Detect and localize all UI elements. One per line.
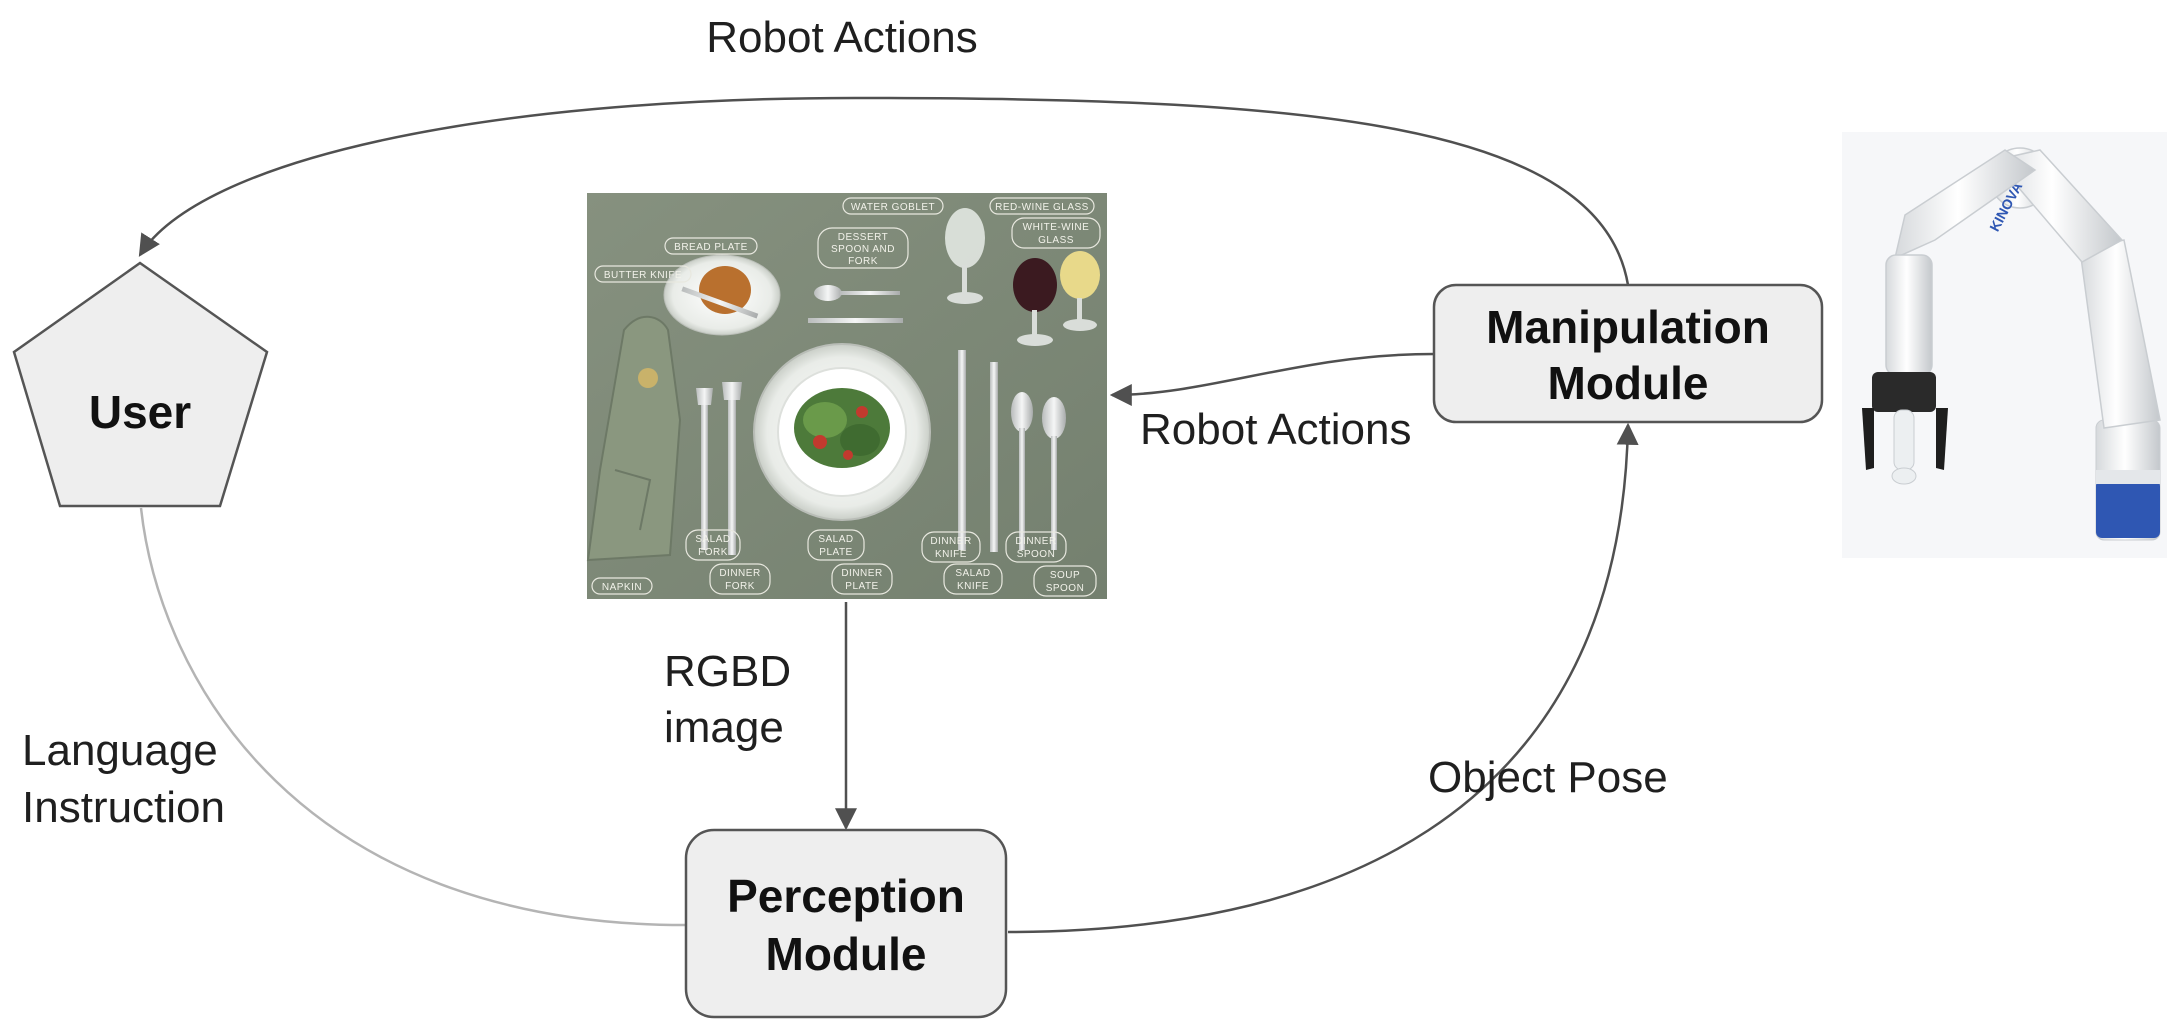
rgbd-label-line2: image: [664, 703, 784, 752]
tag-red-wine-glass: RED-WINE GLASS: [989, 197, 1095, 215]
perception-module-node[interactable]: Perception Module: [684, 828, 1008, 1019]
svg-text:BREAD PLATE: BREAD PLATE: [674, 242, 748, 253]
svg-text:WATER GOBLET: WATER GOBLET: [851, 202, 935, 213]
object-pose-arc: [1007, 422, 1639, 934]
svg-text:KNIFE: KNIFE: [957, 581, 989, 592]
user-node[interactable]: User: [12, 261, 269, 508]
tag-dinner-fork: DINNER FORK: [709, 563, 771, 595]
tag-dessert-spoon-fork: DESSERT SPOON AND FORK: [817, 227, 909, 269]
tag-butter-knife: BUTTER KNIFE: [594, 265, 692, 283]
svg-text:FORK: FORK: [848, 256, 878, 267]
svg-text:WHITE-WINE: WHITE-WINE: [1023, 222, 1090, 233]
manipulation-module-label-line2: Module: [1548, 357, 1709, 409]
user-pentagon-shape: [12, 261, 269, 508]
tag-dinner-spoon: DINNER SPOON: [1005, 531, 1067, 563]
svg-text:KNIFE: KNIFE: [935, 549, 967, 560]
manipulation-module-label-line1: Manipulation: [1486, 301, 1770, 353]
svg-text:SPOON AND: SPOON AND: [831, 244, 895, 255]
robot-actions-arrow: [1109, 352, 1435, 406]
robot-upper-arm: [1993, 149, 2124, 263]
language-instruction-edge: [139, 507, 686, 927]
mid-robot-actions-label: Robot Actions: [1140, 405, 1412, 454]
tag-dinner-plate: DINNER PLATE: [831, 563, 893, 595]
manipulation-module-node[interactable]: Manipulation Module: [1432, 283, 1824, 424]
user-label: User: [89, 386, 191, 438]
tag-water-goblet: WATER GOBLET: [842, 197, 944, 215]
svg-text:SOUP: SOUP: [1050, 570, 1080, 581]
svg-text:SALAD: SALAD: [955, 568, 990, 579]
svg-text:FORK: FORK: [698, 547, 728, 558]
rgbd-label-line1: RGBD: [664, 647, 791, 696]
tag-dinner-knife: DINNER KNIFE: [921, 531, 981, 563]
svg-text:SALAD: SALAD: [818, 534, 853, 545]
tag-salad-fork: SALAD FORK: [685, 529, 741, 561]
svg-text:DINNER: DINNER: [719, 568, 760, 579]
svg-text:PLATE: PLATE: [845, 581, 878, 592]
perception-module-label-line2: Module: [766, 928, 927, 980]
robot-arm-image: KINOVA: [1842, 132, 2167, 558]
svg-text:DESSERT: DESSERT: [838, 232, 889, 243]
tag-bread-plate: BREAD PLATE: [664, 237, 758, 255]
svg-text:DINNER: DINNER: [1015, 536, 1056, 547]
tag-white-wine-glass: WHITE-WINE GLASS: [1011, 217, 1101, 249]
svg-text:DINNER: DINNER: [930, 536, 971, 547]
language-label-line1: Language: [22, 726, 218, 775]
robot-forearm: [1893, 149, 2037, 260]
tag-napkin: NAPKIN: [591, 577, 653, 595]
tag-salad-knife: SALAD KNIFE: [943, 563, 1003, 595]
svg-text:GLASS: GLASS: [1038, 235, 1074, 246]
robot-gripper: [1872, 372, 1936, 412]
robot-actions-arc: [138, 96, 1630, 286]
svg-text:PLATE: PLATE: [819, 547, 852, 558]
tag-salad-plate: SALAD PLATE: [807, 529, 865, 561]
svg-text:RED-WINE GLASS: RED-WINE GLASS: [995, 202, 1089, 213]
tag-soup-spoon: SOUP SPOON: [1033, 565, 1097, 597]
svg-text:SPOON: SPOON: [1046, 583, 1085, 594]
svg-text:FORK: FORK: [725, 581, 755, 592]
svg-text:SPOON: SPOON: [1017, 549, 1056, 560]
top-robot-actions-label: Robot Actions: [706, 13, 978, 62]
perception-module-box: [684, 828, 1008, 1019]
manipulation-module-box: [1432, 283, 1824, 424]
table-setting-image: WATER GOBLET RED-WINE GLASS WHITE-WINE G…: [586, 193, 1107, 599]
perception-module-label-line1: Perception: [727, 870, 965, 922]
object-pose-label: Object Pose: [1428, 753, 1668, 802]
svg-text:BUTTER KNIFE: BUTTER KNIFE: [604, 270, 682, 281]
language-label-line2: Instruction: [22, 783, 225, 832]
svg-text:SALAD: SALAD: [695, 534, 730, 545]
svg-text:DINNER: DINNER: [841, 568, 882, 579]
svg-text:NAPKIN: NAPKIN: [602, 582, 642, 593]
